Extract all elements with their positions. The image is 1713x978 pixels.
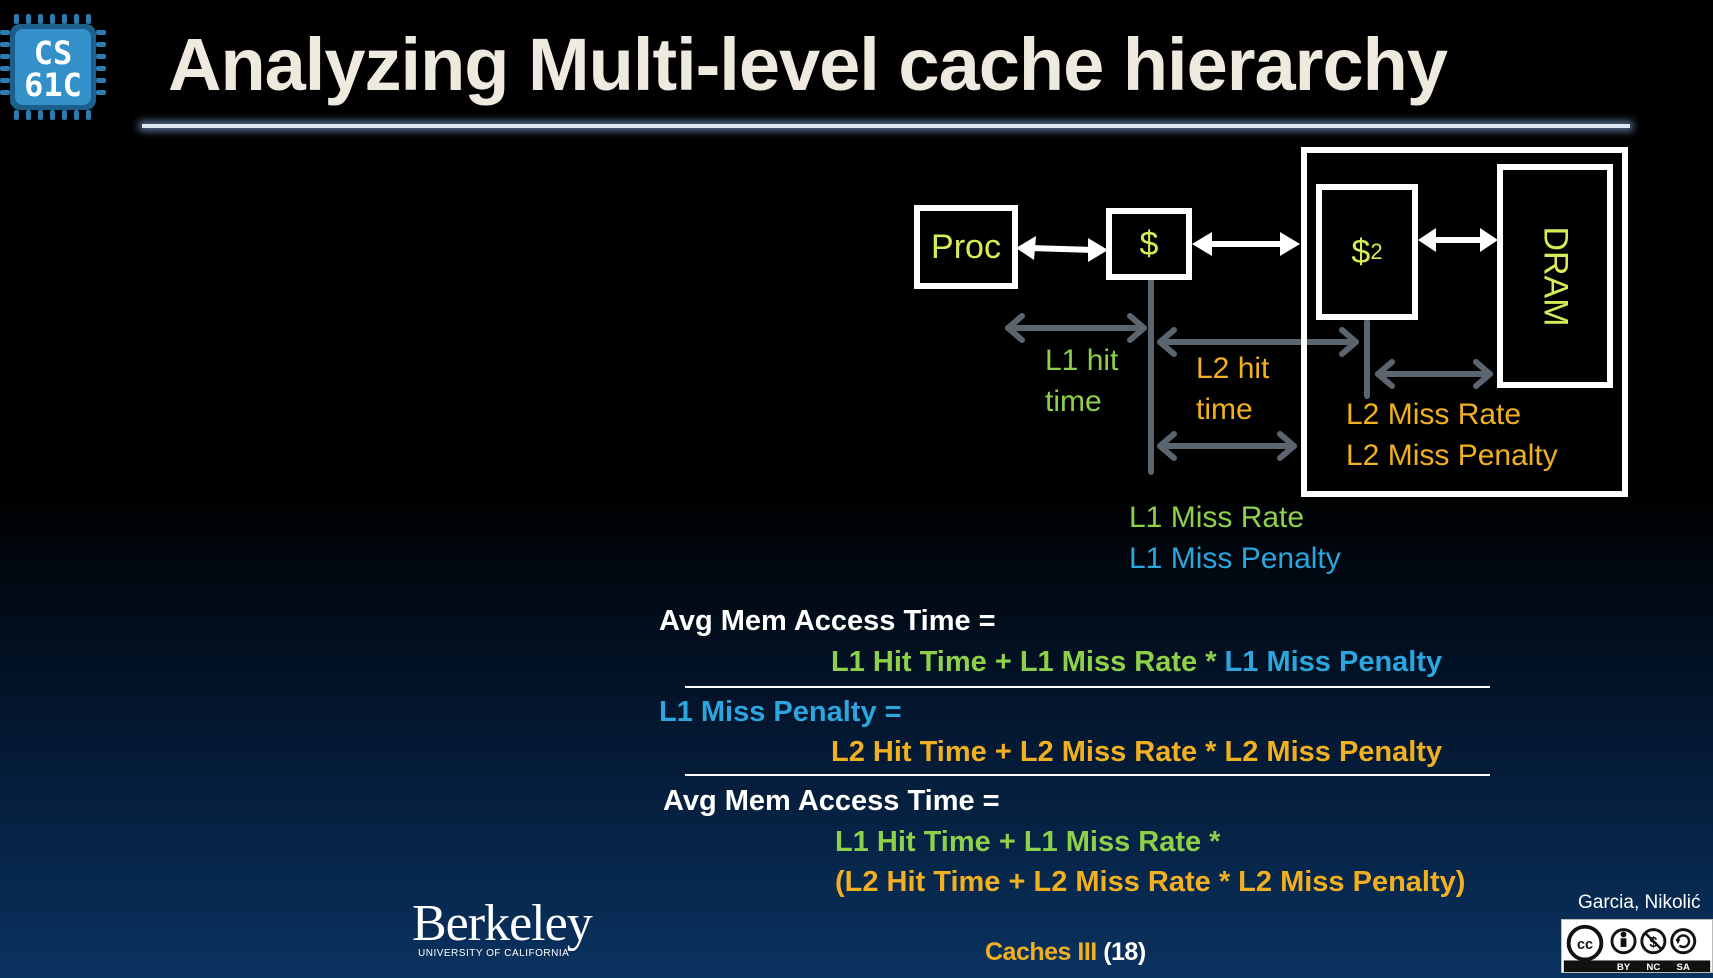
berkeley-logo-subtitle: UNIVERSITY OF CALIFORNIA — [418, 948, 570, 959]
l2-miss-labels: L2 Miss Rate L2 Miss Penalty — [1346, 394, 1558, 476]
eq2-lhs: L1 Miss Penalty = — [659, 696, 902, 728]
footer-lecture-title: Caches III (18) — [985, 938, 1146, 966]
cs61c-logo: CS 61C — [0, 14, 106, 120]
l2-cache-label: $2 — [1351, 232, 1383, 271]
berkeley-logo: Berkeley — [412, 895, 593, 952]
processor-label: Proc — [931, 227, 1001, 266]
l1-cache-label: $ — [1139, 224, 1159, 263]
svg-text:CS: CS — [34, 34, 73, 72]
l1-hit-time-label: L1 hit time — [1045, 344, 1119, 418]
svg-text:SA: SA — [1677, 962, 1690, 973]
slide-title: Analyzing Multi-level cache hierarchy — [168, 23, 1448, 106]
eq3-line2: L1 Hit Time + L1 Miss Rate * — [835, 826, 1221, 858]
authors: Garcia, Nikolić — [1578, 892, 1701, 913]
processor-box: Proc — [914, 205, 1018, 289]
l2-hit-time-label: L2 hit time — [1196, 352, 1270, 426]
l2-dram-group-box — [1301, 147, 1628, 497]
eq1-lhs: Avg Mem Access Time = — [659, 605, 996, 637]
l1-miss-penalty-label: L1 Miss Penalty — [1129, 542, 1341, 575]
dram-box: DRAM — [1497, 164, 1613, 388]
l2-miss-rate-label: L2 Miss Rate — [1346, 398, 1522, 431]
proc-cache1-arrow — [1029, 245, 1095, 253]
svg-text:cc: cc — [1577, 937, 1593, 953]
l2-miss-penalty-label: L2 Miss Penalty — [1346, 439, 1558, 472]
creative-commons-license-badge: cc $ BY NC SA — [1561, 919, 1713, 973]
eq3-lhs: Avg Mem Access Time = — [663, 785, 1000, 817]
svg-text:NC: NC — [1646, 962, 1660, 973]
eq3-line3: (L2 Hit Time + L2 Miss Rate * L2 Miss Pe… — [835, 866, 1466, 898]
eq2-rhs: L2 Hit Time + L2 Miss Rate * L2 Miss Pen… — [831, 736, 1443, 768]
equation-divider-1 — [685, 686, 1490, 688]
l2-cache-box: $2 — [1316, 184, 1418, 320]
l1-cache-box: $ — [1106, 208, 1192, 280]
cc-icon — [1566, 924, 1604, 962]
svg-text:61C: 61C — [24, 66, 82, 104]
svg-text:$: $ — [1649, 935, 1657, 951]
l1-miss-rate-label: L1 Miss Rate — [1129, 501, 1305, 534]
l1-miss-labels: L1 Miss Rate L1 Miss Penalty — [1129, 497, 1341, 579]
dram-label: DRAM — [1536, 225, 1575, 327]
equation-divider-2 — [685, 774, 1490, 776]
eq1-rhs: L1 Hit Time + L1 Miss Rate * L1 Miss Pen… — [831, 646, 1443, 678]
svg-text:BY: BY — [1617, 962, 1631, 973]
title-underline — [142, 124, 1630, 128]
sa-icon — [1670, 928, 1697, 955]
